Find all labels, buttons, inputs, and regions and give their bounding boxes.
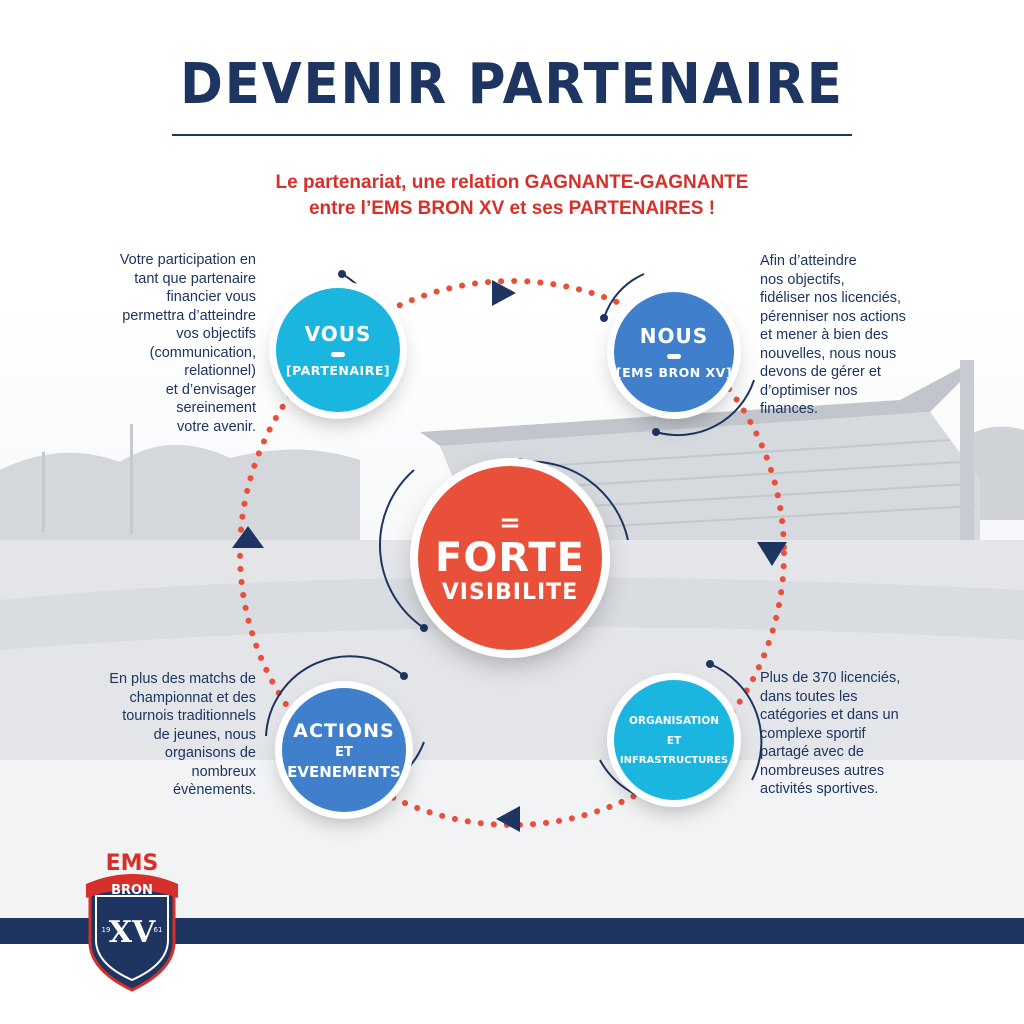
text-bottom-right: Plus de 370 licenciés, dans toutes les c…	[760, 670, 901, 797]
node-vous-dash	[331, 352, 345, 357]
center-equals: =	[499, 508, 521, 538]
node-actions-subtitle: EVENEMENTS	[287, 762, 401, 781]
title-divider	[172, 134, 852, 136]
node-organisation-connector: ET	[666, 734, 682, 747]
logo-digits-left: 19	[102, 926, 111, 934]
node-actions-connector: ET	[335, 744, 353, 760]
text-top-right: Afin d’atteindre nos objectifs, fidélise…	[760, 253, 906, 417]
node-nous-dash	[667, 354, 681, 359]
text-bottom-left: En plus des matchs de championnat et des…	[109, 671, 256, 798]
node-forte-visibilite: = FORTE VISIBILITE	[418, 466, 602, 650]
subtitle-line-1: Le partenariat, une relation GAGNANTE-GA…	[275, 172, 749, 193]
subtitle-line-2: entre l’EMS BRON XV et ses PARTENAIRES !	[308, 198, 716, 219]
ems-bron-xv-logo: EMS BRON XV 19 61	[86, 851, 178, 992]
center-subtitle: VISIBILITE	[441, 580, 579, 605]
node-organisation-title: ORGANISATION	[628, 714, 720, 727]
logo-middle-text: BRON	[111, 883, 153, 898]
node-organisation: ORGANISATION ET INFRASTRUCTURES	[614, 680, 734, 800]
node-vous-title: VOUS	[304, 322, 372, 346]
node-nous-title: NOUS	[639, 324, 709, 348]
logo-digits-right: 61	[154, 926, 163, 934]
page-title: DEVENIR PARTENAIRE	[180, 52, 844, 117]
node-actions: ACTIONS ET EVENEMENTS	[282, 688, 406, 812]
node-nous: NOUS [EMS BRON XV]	[614, 292, 734, 412]
text-top-left: Votre participation en tant que partenai…	[119, 252, 256, 435]
center-title: FORTE	[435, 535, 585, 581]
node-nous-subtitle: [EMS BRON XV]	[615, 365, 733, 380]
logo-bottom-text: XV	[109, 915, 156, 950]
node-vous-subtitle: [PARTENAIRE]	[285, 363, 391, 378]
node-actions-title: ACTIONS	[293, 719, 395, 742]
node-vous: VOUS [PARTENAIRE]	[276, 288, 400, 412]
node-organisation-subtitle: INFRASTRUCTURES	[619, 754, 729, 766]
logo-top-text: EMS	[106, 851, 159, 876]
